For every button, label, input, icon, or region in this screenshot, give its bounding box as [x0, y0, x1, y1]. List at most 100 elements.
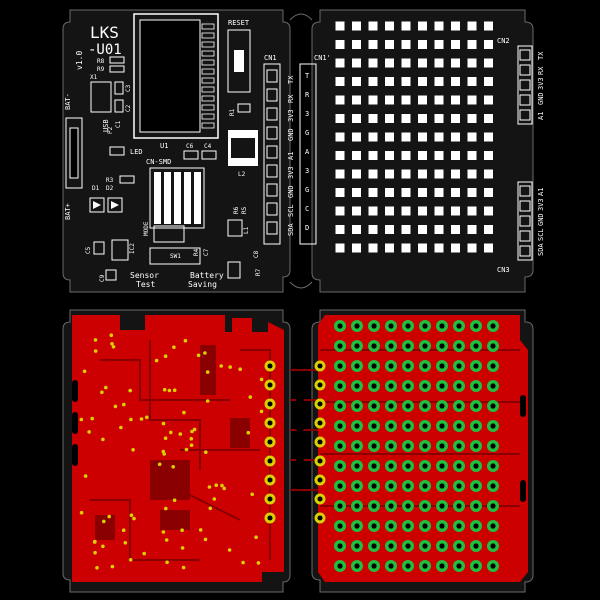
small-via — [198, 528, 203, 532]
diode-d2-symbol — [111, 201, 119, 209]
proto-hole-pad — [484, 95, 493, 105]
proto-hole-pad — [335, 206, 345, 216]
proto-hole-pad — [352, 169, 361, 179]
proto-hole-pad — [418, 114, 427, 123]
mcu-pad — [201, 104, 215, 111]
proto-hole-pad — [451, 95, 460, 105]
small-via — [111, 345, 116, 349]
proto-hole-pad — [418, 206, 427, 216]
proto-hole-drill — [456, 343, 462, 349]
proto-hole-pad — [418, 151, 427, 160]
label-x1: X1 — [90, 74, 98, 81]
proto-hole-drill — [337, 323, 343, 329]
proto-hole-pad — [385, 243, 394, 253]
proto-hole-pad — [385, 132, 394, 142]
small-via — [101, 437, 105, 442]
cn1-pin-pad — [266, 88, 278, 102]
proto-hole-drill — [490, 323, 496, 329]
proto-hole-drill — [490, 423, 496, 429]
proto-hole-drill — [388, 483, 394, 489]
cn2-pin-label: GND — [537, 92, 545, 105]
proto-hole-pad — [385, 58, 394, 68]
part-c2 — [114, 99, 124, 113]
proto-hole-drill — [405, 543, 411, 549]
proto-hole-pad — [451, 40, 460, 49]
proto-hole-drill — [473, 563, 479, 569]
proto-hole-pad — [335, 169, 345, 179]
proto-hole-pad — [418, 243, 427, 253]
proto-hole-drill — [439, 543, 445, 549]
proto-hole-drill — [388, 443, 394, 449]
proto-hole-pad — [484, 169, 493, 179]
proto-hole-drill — [337, 423, 343, 429]
proto-hole-pad — [368, 21, 378, 31]
small-via — [161, 421, 166, 426]
small-via — [113, 404, 118, 409]
proto-hole-drill — [439, 383, 445, 389]
small-via — [129, 513, 134, 517]
proto-hole-drill — [422, 463, 428, 469]
proto-hole-pad — [401, 151, 411, 160]
proto-hole-pad — [418, 188, 427, 197]
proto-hole-pad — [467, 132, 477, 142]
small-via — [183, 338, 188, 343]
part-r7 — [227, 261, 241, 279]
proto-hole-pad — [484, 58, 493, 68]
small-via — [93, 338, 98, 342]
proto-hole-drill — [456, 383, 462, 389]
proto-hole-drill — [337, 563, 343, 569]
proto-hole-drill — [456, 483, 462, 489]
proto-hole-pad — [401, 21, 411, 31]
proto-hole-drill — [388, 423, 394, 429]
label-r1: R1 — [229, 108, 236, 116]
mcu-pad — [201, 77, 215, 84]
proto-hole-pad — [385, 225, 394, 234]
cn2-label: CN2 — [497, 37, 510, 45]
small-via — [254, 535, 258, 539]
mcu-pad — [201, 113, 215, 120]
cn1-pin-pad — [266, 145, 278, 159]
part-r8 — [109, 56, 125, 64]
proto-hole-drill — [490, 523, 496, 529]
header-through-drill — [267, 420, 273, 426]
small-via — [208, 506, 213, 511]
led-part — [109, 146, 125, 156]
proto-hole-drill — [439, 463, 445, 469]
proto-hole-pad — [418, 169, 427, 179]
proto-hole-drill — [456, 543, 462, 549]
header-pin-pad — [519, 245, 531, 257]
small-via — [79, 417, 84, 422]
proto-hole-drill — [371, 503, 377, 509]
proto-hole-drill — [354, 323, 360, 329]
bottom-header-pads — [264, 360, 326, 524]
proto-hole-drill — [439, 443, 445, 449]
cn-smd-label: CN-SMD — [146, 158, 171, 166]
proto-hole-drill — [422, 563, 428, 569]
cn1-pin-pad — [266, 126, 278, 140]
proto-hole-drill — [490, 383, 496, 389]
proto-hole-drill — [354, 483, 360, 489]
small-via — [246, 430, 251, 435]
small-via — [192, 427, 197, 432]
header-through-drill — [267, 439, 273, 445]
proto-hole-drill — [371, 363, 377, 369]
proto-hole-drill — [388, 403, 394, 409]
header-through-drill — [317, 439, 323, 445]
left-header-pin-label: RX — [287, 94, 295, 103]
part-ic2 — [111, 239, 129, 261]
proto-hole-pad — [368, 58, 378, 68]
label-d1: D1 — [92, 185, 100, 192]
small-via — [164, 538, 169, 542]
proto-hole-drill — [388, 323, 394, 329]
proto-hole-pad — [335, 21, 345, 31]
proto-hole-drill — [337, 523, 343, 529]
proto-hole-pad — [401, 114, 411, 123]
label-r5: R5 — [241, 206, 248, 214]
cn1-pin-pad — [266, 183, 278, 197]
small-via — [203, 351, 207, 355]
header-through-drill — [317, 496, 323, 502]
proto-hole-pad — [451, 243, 460, 253]
proto-hole-drill — [371, 323, 377, 329]
